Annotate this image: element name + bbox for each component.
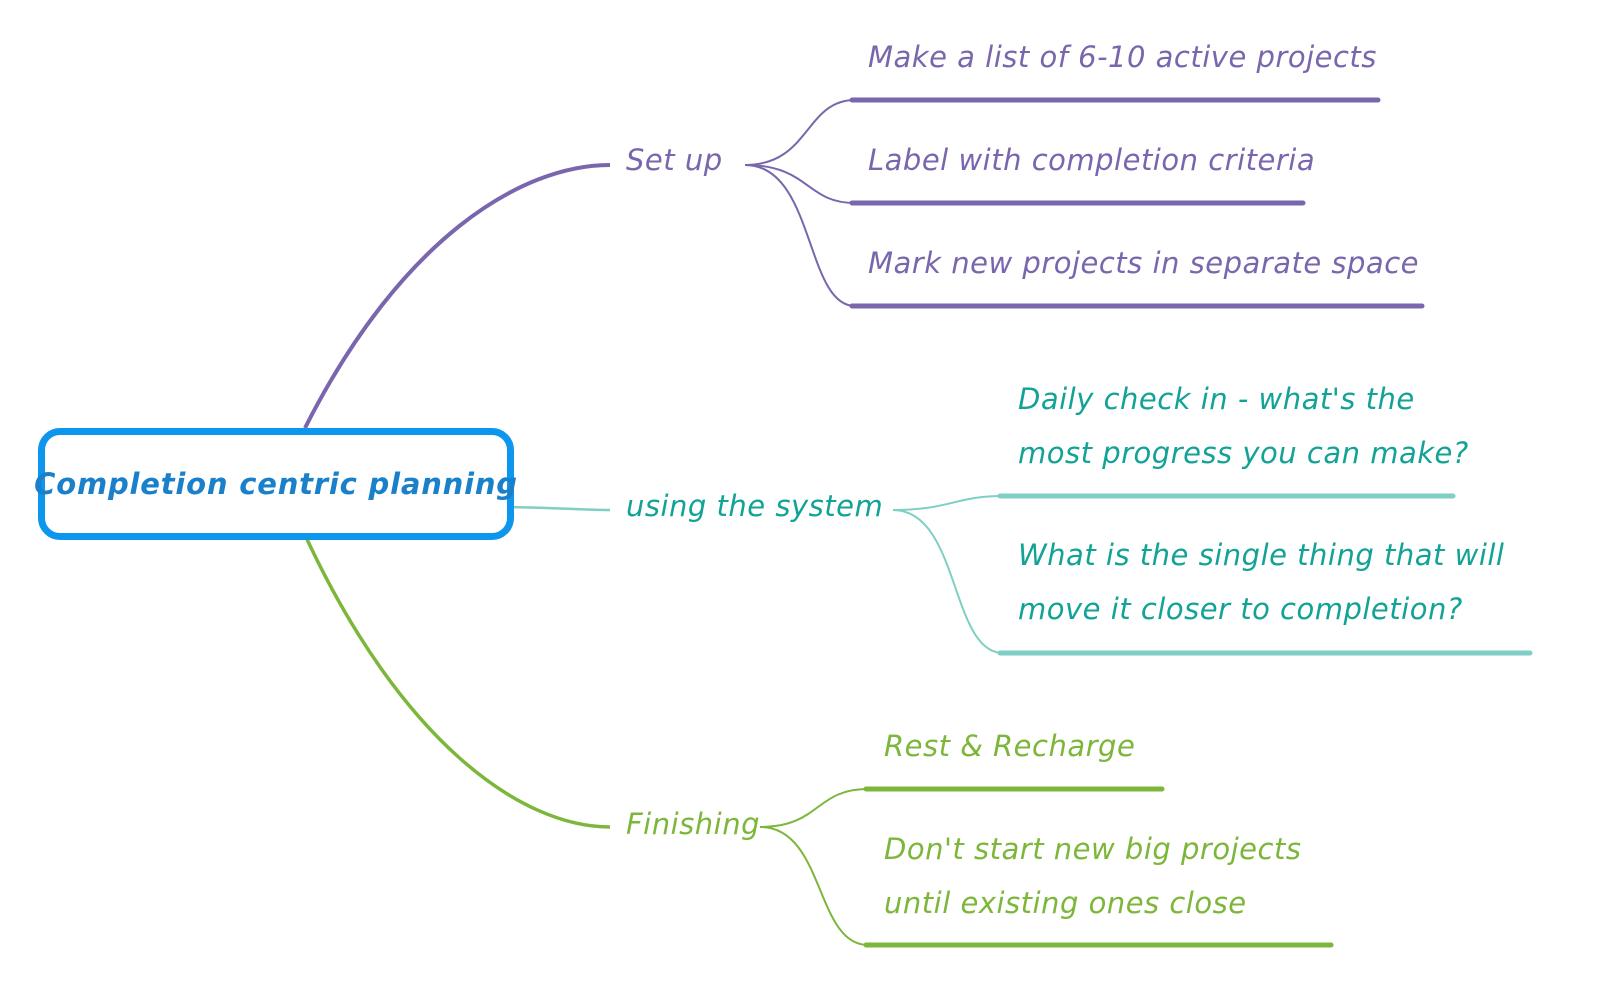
finishing-item-2[interactable]: Don't start new big projects until exist… — [884, 822, 1301, 930]
connector-using — [507, 505, 611, 512]
using-item-1-line-1: Daily check in - what's the — [1018, 382, 1415, 416]
branch-using-label[interactable]: using the system — [626, 489, 884, 523]
using-item-2-line-1: What is the single thing that will — [1018, 538, 1505, 572]
central-topic[interactable]: Completion centric planning — [34, 428, 517, 540]
using-item-1[interactable]: Daily check in - what's the most progres… — [1018, 372, 1469, 480]
connector-using-item-1 — [892, 495, 1004, 511]
connector-finishing-item-2 — [759, 826, 869, 946]
connector-setup-item-3 — [744, 164, 856, 307]
using-item-2-line-2: move it closer to completion? — [1018, 592, 1463, 626]
connector-using-item-2 — [892, 509, 1004, 654]
using-item-2[interactable]: What is the single thing that will move … — [1018, 528, 1505, 636]
connector-setup-item-2 — [744, 164, 856, 204]
connector-finishing — [303, 534, 611, 829]
finishing-item-1[interactable]: Rest & Recharge — [884, 729, 1136, 763]
using-item-1-line-2: most progress you can make? — [1018, 436, 1469, 470]
connector-setup — [303, 163, 611, 429]
setup-item-3[interactable]: Mark new projects in separate space — [868, 246, 1419, 280]
finishing-item-2-line-1: Don't start new big projects — [884, 832, 1302, 866]
finishing-item-2-line-2: until existing ones close — [884, 886, 1247, 920]
branch-finishing-label[interactable]: Finishing — [626, 807, 761, 841]
setup-item-1[interactable]: Make a list of 6-10 active projects — [868, 40, 1377, 74]
branch-setup-label[interactable]: Set up — [626, 143, 723, 177]
central-topic-label: Completion centric planning — [34, 467, 518, 501]
connector-finishing-item-1 — [759, 788, 869, 828]
setup-item-2[interactable]: Label with completion criteria — [868, 143, 1316, 177]
connector-setup-item-1 — [744, 99, 856, 166]
